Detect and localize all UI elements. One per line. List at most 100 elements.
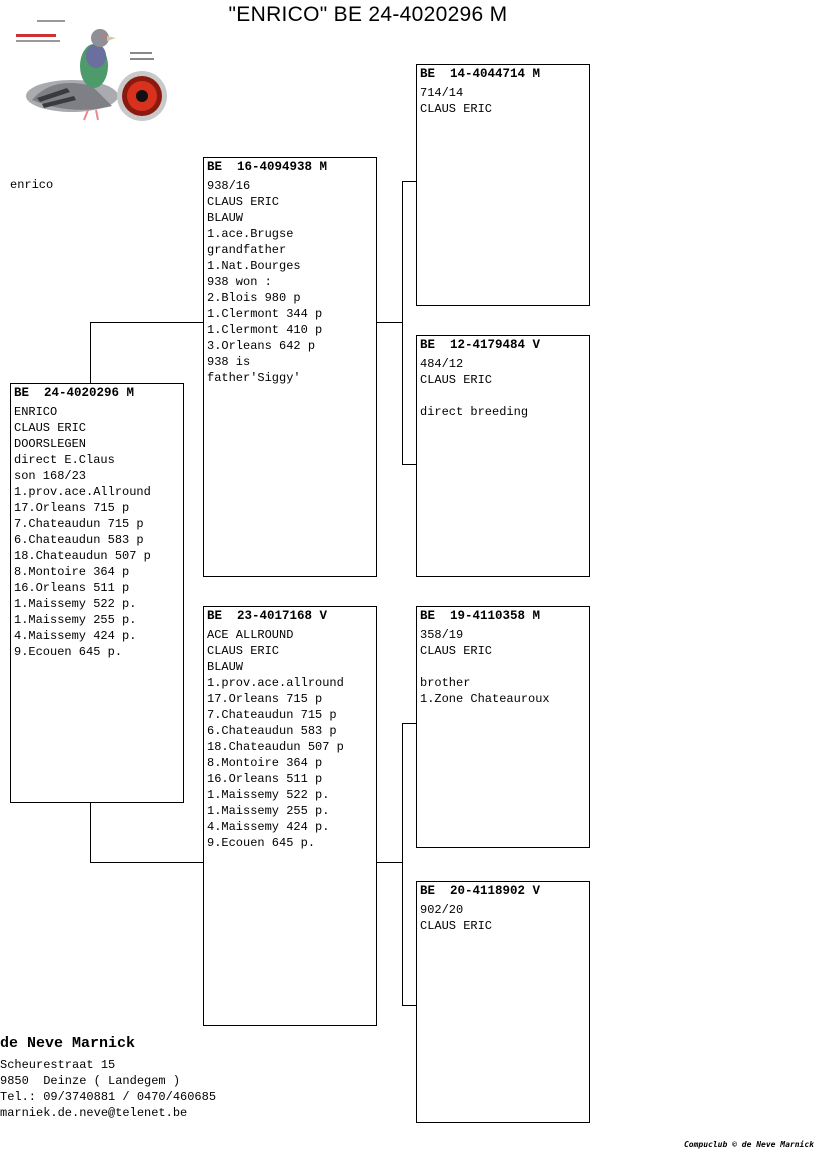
connector-line	[402, 723, 417, 724]
connector-line	[90, 862, 204, 863]
detail-line: CLAUS ERIC	[207, 195, 280, 209]
detail-line: 8.Montoire 364 p	[207, 756, 323, 770]
pedigree-card-dam: BE 23-4017168 V ACE ALLROUND CLAUS ERIC BL…	[203, 606, 377, 1026]
detail-line: 1.Clermont 344 p	[207, 307, 323, 321]
detail-line: father'Siggy'	[207, 371, 301, 385]
detail-line: 484/12	[420, 357, 464, 371]
detail-line: 4.Maissemy 424 p.	[207, 820, 330, 834]
page-title: "ENRICO" BE 24-4020296 M	[228, 3, 508, 26]
detail-line: 1.Maissemy 522 p.	[14, 597, 137, 611]
detail-line: 1.Zone Chateauroux	[420, 692, 550, 706]
detail-line: direct E.Claus	[14, 453, 115, 467]
ring-number: BE 19-4110358 M	[420, 609, 541, 623]
ring-number: BE 12-4179484 V	[420, 338, 541, 352]
footer-credit: Compuclub © de Neve Marnick	[683, 1140, 814, 1149]
detail-line: 7.Chateaudun 715 p	[207, 708, 337, 722]
detail-line: ACE ALLROUND	[207, 628, 294, 642]
connector-line	[402, 723, 403, 1006]
detail-line: Tel.: 09/3740881 / 0470/460685	[0, 1090, 217, 1104]
detail-line: Scheurestraat 15	[0, 1058, 116, 1072]
detail-line: 7.Chateaudun 715 p	[14, 517, 144, 531]
ring-number: BE 16-4094938 M	[207, 160, 328, 174]
detail-line: BLAUW	[207, 660, 244, 674]
connector-line	[376, 322, 402, 323]
detail-line: BLAUW	[207, 211, 244, 225]
detail-line: 17.Orleans 715 p	[207, 692, 323, 706]
detail-line: CLAUS ERIC	[14, 421, 87, 435]
detail-line: 2.Blois 980 p	[207, 291, 301, 305]
detail-line: brother	[420, 676, 471, 690]
detail-line: 714/14	[420, 86, 464, 100]
card-details: ACE ALLROUND CLAUS ERIC BLAUW 1.prov.ace.al…	[207, 627, 373, 851]
detail-line: 938 won :	[207, 275, 272, 289]
detail-line: DOORSLEGEN	[14, 437, 87, 451]
detail-line: 1.Maissemy 255 p.	[14, 613, 137, 627]
detail-line: 17.Orleans 715 p	[14, 501, 130, 515]
breeder-address: Scheurestraat 15 9850 Deinze ( Landegem )…	[0, 1057, 216, 1121]
detail-line: 9.Ecouen 645 p.	[14, 645, 123, 659]
detail-line: CLAUS ERIC	[420, 644, 493, 658]
ring-number: BE 14-4044714 M	[420, 67, 541, 81]
breeder-info: de Neve Marnick Scheurestraat 15 9850 Dei…	[0, 1034, 216, 1121]
detail-line: 358/19	[420, 628, 464, 642]
card-details: ENRICO CLAUS ERIC DOORSLEGEN direct E.Claus…	[14, 404, 180, 660]
detail-line: marniek.de.neve@telenet.be	[0, 1106, 188, 1120]
detail-line: 6.Chateaudun 583 p	[207, 724, 337, 738]
detail-line: 1.Maissemy 255 p.	[207, 804, 330, 818]
connector-line	[402, 181, 417, 182]
connector-line	[90, 322, 91, 384]
side-note: enrico	[10, 178, 54, 192]
connector-line	[402, 1005, 417, 1006]
detail-line: 1.prov.ace.allround	[207, 676, 344, 690]
detail-line: 18.Chateaudun 507 p	[14, 549, 151, 563]
detail-line	[420, 659, 586, 675]
connector-line	[90, 322, 204, 323]
detail-line: grandfather	[207, 243, 287, 257]
detail-line: 4.Maissemy 424 p.	[14, 629, 137, 643]
detail-line: 1.ace.Brugse	[207, 227, 294, 241]
connector-line	[402, 464, 417, 465]
detail-line: son 168/23	[14, 469, 87, 483]
detail-line: CLAUS ERIC	[420, 102, 493, 116]
detail-line: direct breeding	[420, 405, 529, 419]
detail-line: 1.Clermont 410 p	[207, 323, 323, 337]
detail-line: 16.Orleans 511 p	[207, 772, 323, 786]
ring-number: BE 20-4118902 V	[420, 884, 541, 898]
detail-line: 8.Montoire 364 p	[14, 565, 130, 579]
breeder-name: de Neve Marnick	[0, 1035, 136, 1052]
detail-line: 9850 Deinze ( Landegem )	[0, 1074, 181, 1088]
pedigree-card-subject: BE 24-4020296 M ENRICO CLAUS ERIC DOORSLEG…	[10, 383, 184, 803]
connector-line	[402, 181, 403, 465]
detail-line: CLAUS ERIC	[420, 919, 493, 933]
detail-line: 1.prov.ace.Allround	[14, 485, 151, 499]
connector-line	[376, 862, 402, 863]
detail-line: 938/16	[207, 179, 251, 193]
ring-number: BE 23-4017168 V	[207, 609, 328, 623]
detail-line	[420, 388, 586, 404]
detail-line: 3.Orleans 642 p	[207, 339, 316, 353]
detail-line: 9.Ecouen 645 p.	[207, 836, 316, 850]
detail-line: 1.Nat.Bourges	[207, 259, 301, 273]
connector-line	[90, 802, 91, 863]
detail-line: 902/20	[420, 903, 464, 917]
detail-line: 6.Chateaudun 583 p	[14, 533, 144, 547]
pigeon-logo	[16, 20, 167, 121]
detail-line: CLAUS ERIC	[207, 644, 280, 658]
ring-number: BE 24-4020296 M	[14, 386, 135, 400]
detail-line: 1.Maissemy 522 p.	[207, 788, 330, 802]
detail-line: 18.Chateaudun 507 p	[207, 740, 344, 754]
detail-line: 16.Orleans 511 p	[14, 581, 130, 595]
detail-line: ENRICO	[14, 405, 58, 419]
detail-line: CLAUS ERIC	[420, 373, 493, 387]
detail-line: 938 is	[207, 355, 251, 369]
